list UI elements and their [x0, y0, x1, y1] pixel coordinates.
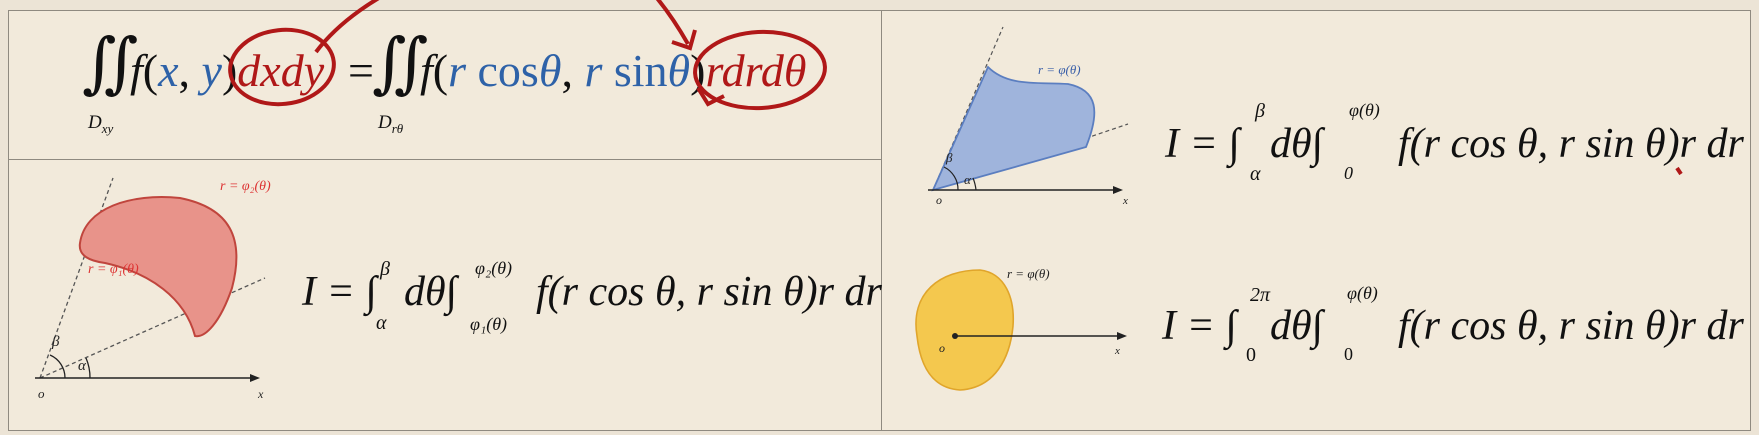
label-beta: β	[51, 334, 60, 350]
label-curve-outer: r = φ₂(θ)	[220, 179, 271, 194]
pen-arrow-right	[655, 0, 690, 45]
lower-limit-inner: φ₁(θ)	[470, 314, 508, 334]
upper-limit-inner: φ₂(θ)	[475, 258, 513, 278]
lower-limit-outer: 0	[1246, 344, 1256, 366]
formula-tail: f(r cos θ, r sin θ)r dr	[1398, 121, 1744, 167]
ray-alpha	[932, 123, 1129, 191]
rhs-domain-letter: D	[378, 112, 392, 133]
rhs-comma: ,	[561, 45, 585, 96]
pen-circle-dxdy	[228, 27, 336, 107]
label-x-axis: x	[1114, 345, 1120, 357]
panel-right	[881, 10, 1751, 431]
lhs-domain-sub: xy	[101, 120, 114, 136]
pen-arrow-head-2	[696, 86, 725, 107]
pen-arrow-curve	[314, 0, 380, 54]
rhs-expression: f(r cosθ, r sinθ)rdrdθ	[420, 44, 806, 97]
lhs-differential: dxdy	[237, 45, 325, 96]
lhs-x: x	[158, 45, 179, 96]
upper-limit-outer: β	[380, 258, 390, 280]
rhs-r1: r	[448, 45, 467, 96]
rhs-theta1: θ	[538, 45, 562, 96]
formula-mid: dθ∫	[1270, 121, 1324, 167]
pen-arrow-head-1	[671, 29, 697, 51]
rhs-cos: cos	[466, 45, 539, 96]
lhs-expression: f(x, y)dxdy	[130, 44, 324, 97]
arc-beta	[943, 166, 959, 191]
lhs-open: (	[142, 45, 159, 96]
formula-head: I = ∫	[1162, 303, 1237, 349]
label-beta: β	[945, 150, 953, 165]
lhs-y: y	[201, 45, 222, 96]
lower-limit-outer: α	[1250, 163, 1261, 185]
lhs-double-integral: ∬	[82, 27, 139, 100]
x-axis-arrowhead	[250, 374, 260, 382]
lhs-func: f	[130, 45, 143, 96]
upper-limit-inner: φ(θ)	[1347, 283, 1378, 303]
diagram-two-curves: r = φ₂(θ) r = φ₁(θ) β α o x	[35, 177, 271, 401]
origin-point	[952, 333, 958, 339]
rhs-domain-sub: rθ	[391, 120, 404, 136]
region-sector	[931, 65, 1096, 192]
x-axis-arrowhead	[1113, 186, 1123, 194]
rhs-func: f	[420, 45, 433, 96]
rhs-differential: rdrd	[705, 45, 784, 96]
rhs-differential-theta: θ	[783, 45, 807, 96]
ray-beta	[39, 177, 114, 379]
formula-head: I = ∫	[302, 269, 377, 315]
label-curve-inner: r = φ₁(θ)	[88, 262, 139, 277]
polar-axis-arrowhead	[1117, 332, 1127, 340]
arc-alpha	[972, 177, 977, 191]
pen-mark-dot	[1675, 166, 1683, 176]
rhs-domain: Drθ	[378, 112, 403, 137]
label-alpha: α	[964, 172, 972, 187]
formula-mid: dθ∫	[1270, 303, 1324, 349]
label-x-axis: x	[1122, 195, 1128, 207]
lower-limit-inner: 0	[1344, 163, 1353, 183]
label-x-axis: x	[257, 387, 264, 401]
upper-limit-outer: β	[1255, 100, 1265, 122]
region-between-curves	[78, 196, 238, 338]
upper-limit-outer: 2π	[1250, 284, 1271, 306]
pen-circle-rdrd	[693, 29, 827, 111]
lhs-domain: Dxy	[88, 112, 113, 137]
formula-mid: dθ∫	[404, 269, 458, 315]
diagram-interior: r = φ(θ) o x	[915, 266, 1127, 391]
lhs-comma: ,	[178, 45, 202, 96]
rhs-theta2: θ	[667, 45, 691, 96]
equals-sign: =	[348, 45, 374, 96]
label-origin: o	[939, 341, 945, 355]
label-curve: r = φ(θ)	[1038, 62, 1081, 77]
label-origin: o	[936, 193, 942, 207]
diagram-sector: r = φ(θ) β α o x	[928, 26, 1129, 207]
lhs-domain-letter: D	[88, 112, 102, 133]
arc-beta	[49, 354, 66, 379]
label-origin: o	[38, 386, 45, 401]
rhs-open: (	[432, 45, 449, 96]
arc-alpha	[85, 357, 91, 379]
label-alpha: α	[78, 358, 87, 374]
formula-tail: f(r cos θ, r sin θ)r dr	[1398, 303, 1744, 349]
rhs-sin: sin	[602, 45, 668, 96]
rhs-double-integral: ∬	[372, 27, 429, 100]
formula-head: I = ∫	[1165, 121, 1240, 167]
lower-limit-inner: 0	[1344, 344, 1353, 364]
upper-limit-inner: φ(θ)	[1349, 100, 1380, 120]
label-curve: r = φ(θ)	[1007, 266, 1050, 281]
rhs-r2: r	[584, 45, 603, 96]
region-interior	[915, 269, 1015, 391]
lower-limit-outer: α	[376, 312, 387, 334]
formula-tail: f(r cos θ, r sin θ)r dr	[536, 269, 882, 315]
